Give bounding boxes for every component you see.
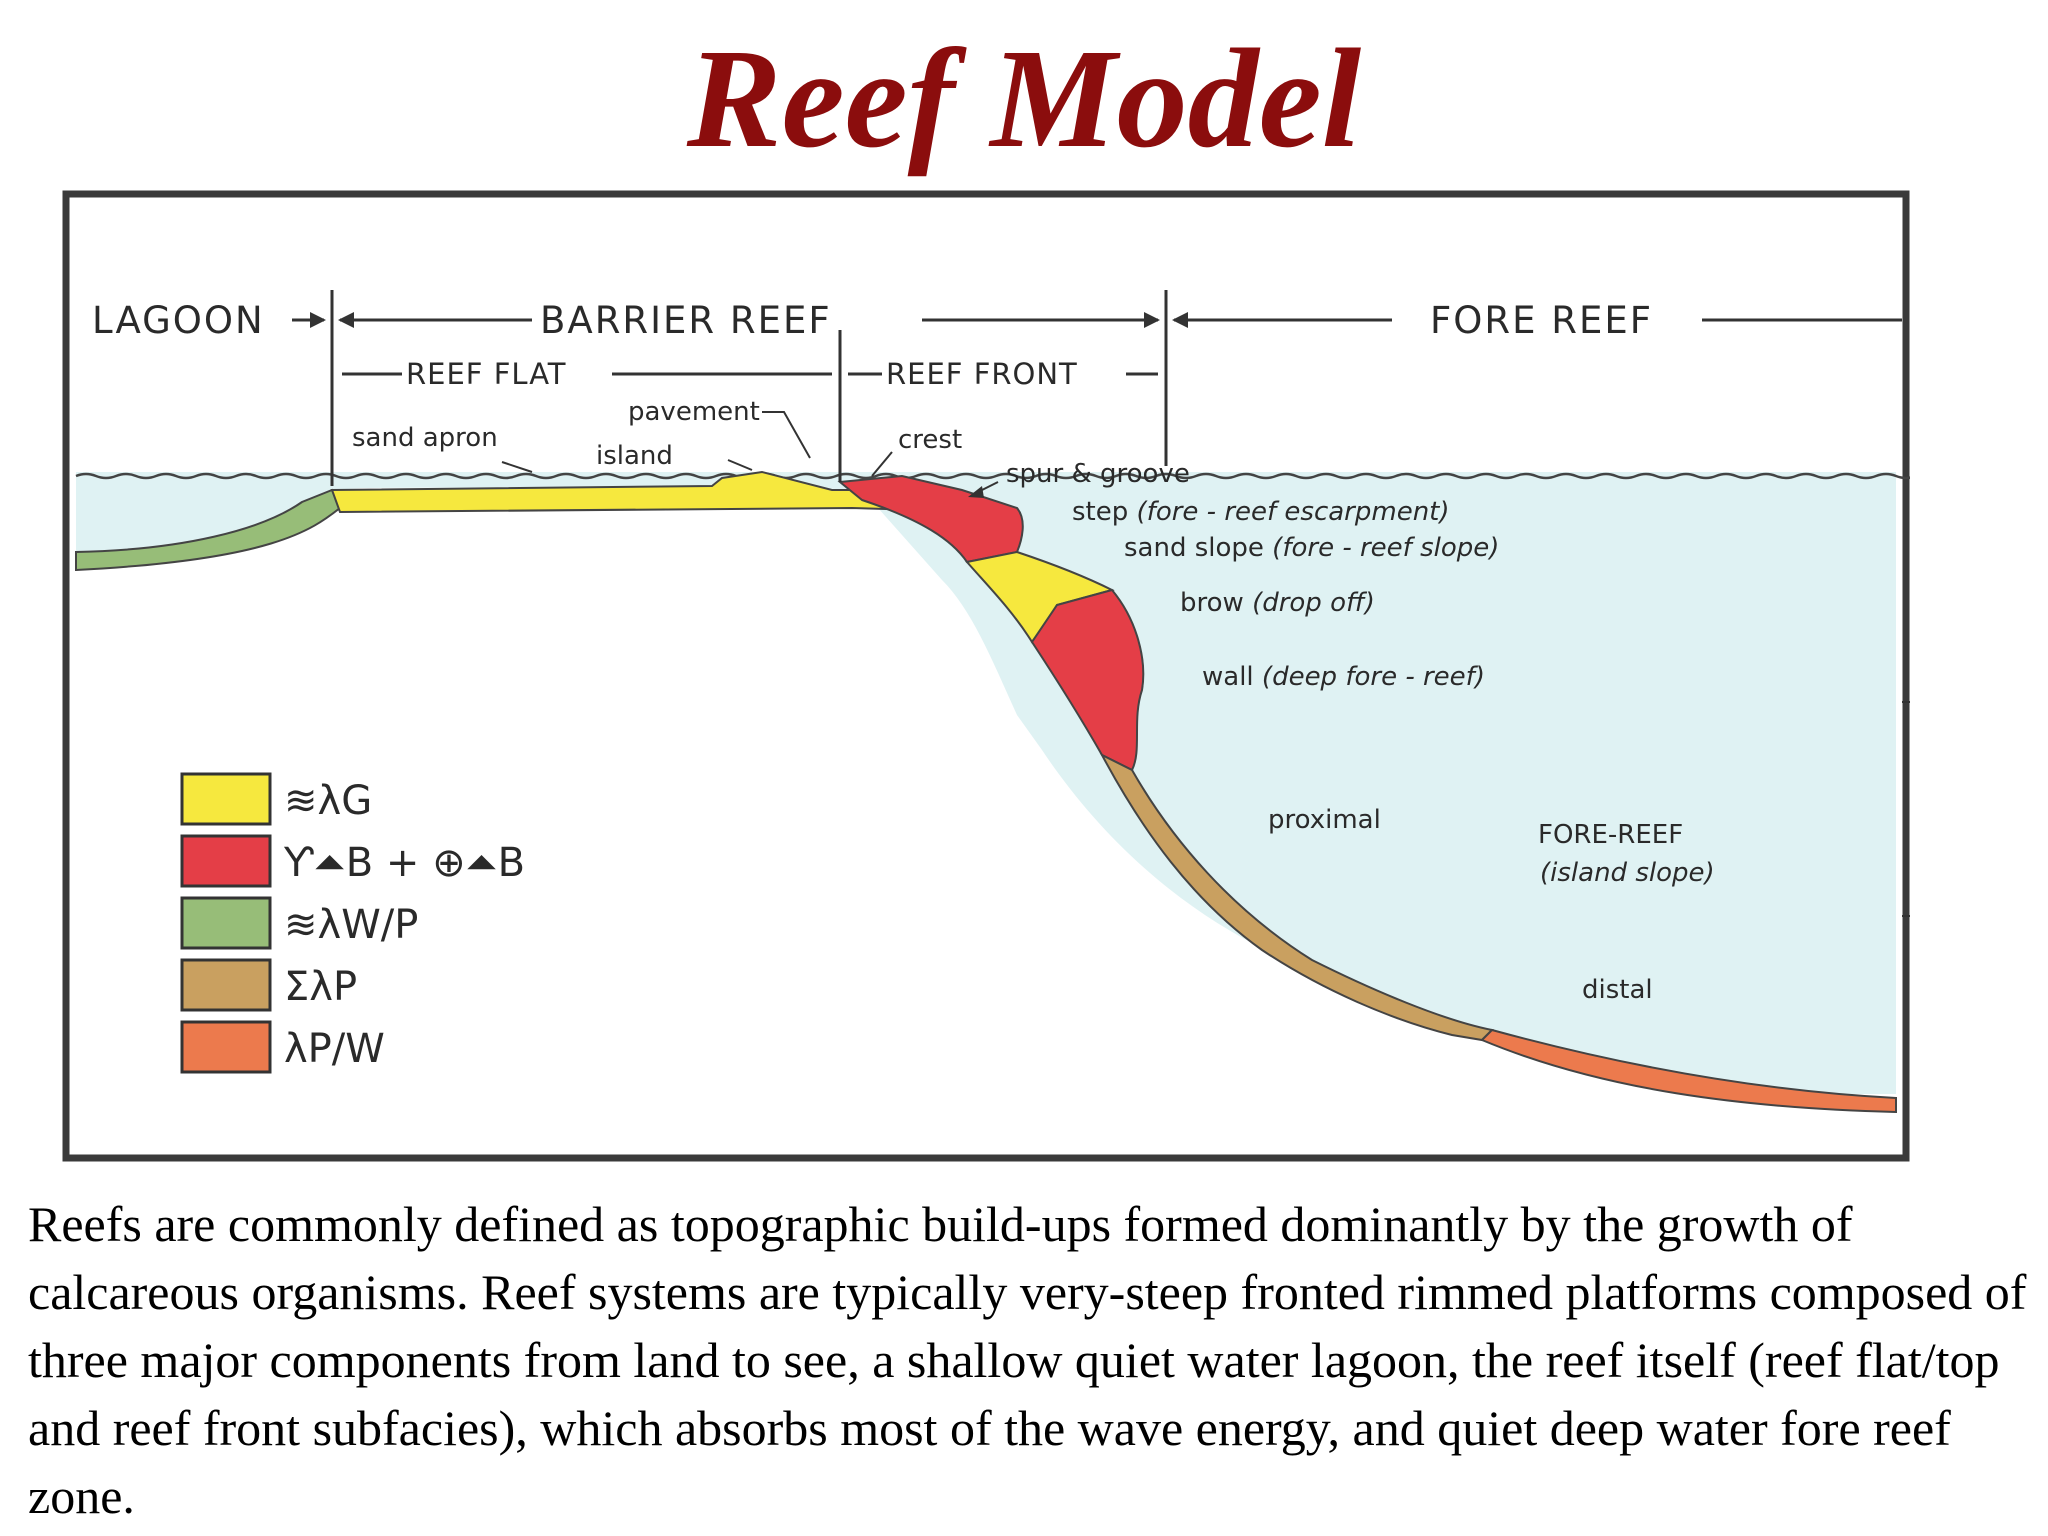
forereef-left-arrow-head xyxy=(1172,312,1188,328)
barrier-right-arrow-head xyxy=(1144,312,1160,328)
legend-label-1: ≋λG xyxy=(284,778,372,824)
sand-slope-note: (fore - reef slope) xyxy=(1272,533,1499,563)
reef-diagram: LAGOON BARRIER REEF FORE REEF REEF FLAT … xyxy=(62,190,1910,1162)
sea-surface-line xyxy=(75,472,1910,480)
wackestone-swatch xyxy=(180,896,272,950)
lagoon-arrow-head xyxy=(310,312,326,328)
zone-fore-reef-label: FORE REEF xyxy=(1430,299,1653,342)
zone-reef-front-label: REEF FRONT xyxy=(886,357,1078,391)
spur-groove-label: spur & groove xyxy=(1006,459,1190,489)
proximal-label: proximal xyxy=(1268,805,1381,835)
barrier-left-arrow-head xyxy=(338,312,354,328)
island-leader xyxy=(727,459,753,471)
distal-label: distal xyxy=(1582,975,1653,1005)
sand-slope-term: sand slope xyxy=(1124,533,1264,563)
slide-title: Reef Model xyxy=(686,19,1362,177)
grainstone-swatch xyxy=(180,772,272,826)
crest-label: crest xyxy=(898,425,962,455)
reef-flat-grainstone xyxy=(330,470,923,514)
pavement-leader xyxy=(762,411,811,459)
legend-label-5: λP/W xyxy=(284,1026,385,1072)
zone-reef-flat-label: REEF FLAT xyxy=(406,357,567,391)
wall-term: wall xyxy=(1202,662,1254,692)
packstone-swatch xyxy=(180,958,272,1012)
legend-label-3: ≋λW/P xyxy=(284,902,418,948)
pavement-label: pavement xyxy=(628,397,760,427)
packwacke-swatch xyxy=(180,1020,272,1074)
legend: ≋λG Ƴ⏶B + ⊕⏶B ≋λW/P ΣλP λP/W xyxy=(180,772,525,1074)
wall-label: wall (deep fore - reef) xyxy=(1202,662,1485,692)
island-label: island xyxy=(596,441,673,471)
sand-apron-leader xyxy=(501,461,533,473)
sand-slope-label: sand slope (fore - reef slope) xyxy=(1124,533,1499,563)
brow-term: brow xyxy=(1180,588,1244,618)
sand-apron-label: sand apron xyxy=(352,423,498,453)
reef-diagram-svg: LAGOON BARRIER REEF FORE REEF REEF FLAT … xyxy=(62,190,1910,1162)
fore-reef-zone-note: (island slope) xyxy=(1540,858,1715,888)
distal-packwacke xyxy=(1480,1028,1897,1114)
wall-note: (deep fore - reef) xyxy=(1262,662,1485,692)
step-label: step (fore - reef escarpment) xyxy=(1072,497,1450,527)
zone-lagoon-label: LAGOON xyxy=(92,299,265,342)
sea-water xyxy=(76,472,1896,1094)
step-term: step xyxy=(1072,497,1128,527)
boundstone-swatch xyxy=(180,834,272,888)
crest-leader xyxy=(871,451,893,477)
fore-reef-zone-label: FORE-REEF xyxy=(1538,820,1683,850)
step-note: (fore - reef escarpment) xyxy=(1137,497,1450,527)
legend-label-4: ΣλP xyxy=(284,964,357,1010)
wall-boundstone xyxy=(1030,588,1145,772)
spur-groove-arrow-head xyxy=(968,486,984,498)
zone-barrier-reef-label: BARRIER REEF xyxy=(540,299,832,342)
legend-label-2: Ƴ⏶B + ⊕⏶B xyxy=(283,840,525,886)
brow-note: (drop off) xyxy=(1252,588,1375,618)
caption-paragraph: Reefs are commonly defined as topographi… xyxy=(28,1196,2027,1524)
brow-label: brow (drop off) xyxy=(1180,588,1375,618)
